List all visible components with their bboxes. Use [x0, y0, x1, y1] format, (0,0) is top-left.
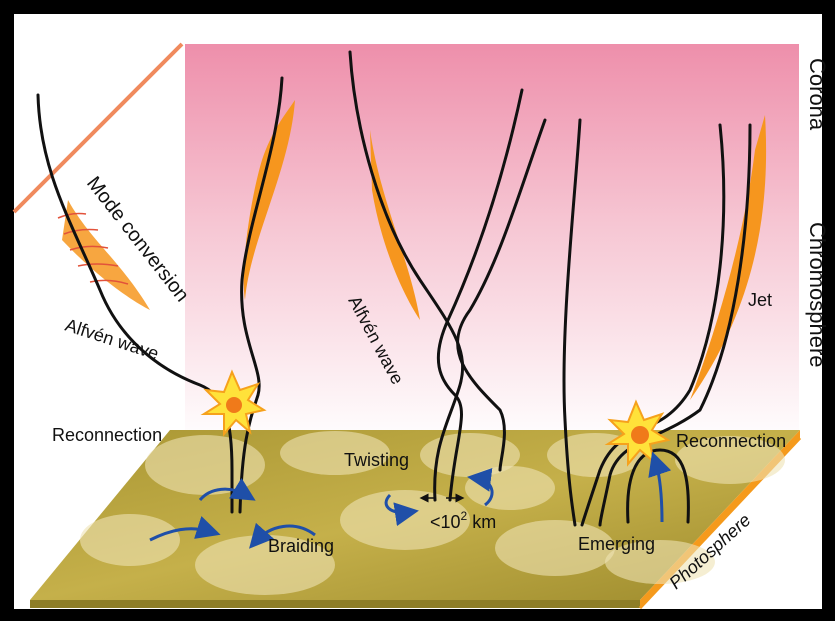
atmosphere-region: [185, 44, 799, 444]
label-corona: Corona: [805, 58, 830, 131]
label-braiding: Braiding: [268, 536, 334, 556]
label-scale-base: <10: [430, 512, 461, 532]
label-twisting: Twisting: [344, 450, 409, 470]
label-chromosphere: Chromosphere: [805, 222, 830, 368]
label-jet: Jet: [748, 290, 772, 310]
label-reconnection-left: Reconnection: [52, 425, 162, 445]
label-reconnection-right: Reconnection: [676, 431, 786, 451]
label-scale-unit: km: [467, 512, 496, 532]
label-emerging: Emerging: [578, 534, 655, 554]
